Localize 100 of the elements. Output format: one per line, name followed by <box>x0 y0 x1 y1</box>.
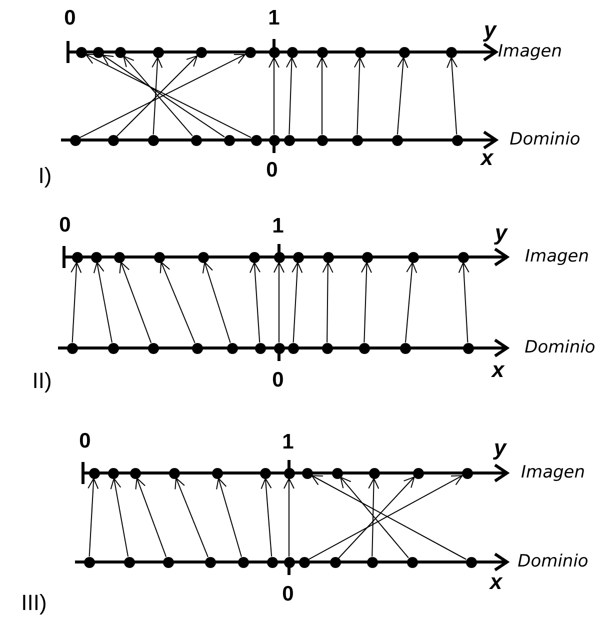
point-dot <box>168 468 180 478</box>
arrow <box>93 262 112 344</box>
point-dot <box>224 134 234 146</box>
axis-variable: y <box>484 19 496 41</box>
point-dot <box>316 46 328 58</box>
arrow <box>292 262 303 343</box>
axis-name: Imagen <box>521 464 585 482</box>
axis-number: 0 <box>59 214 71 236</box>
arrow <box>216 478 242 558</box>
point-dot <box>298 556 310 568</box>
point-dot <box>254 342 266 354</box>
axis-number: 0 <box>79 430 91 452</box>
point-dot <box>114 46 126 58</box>
point-dot <box>204 556 216 568</box>
point-dot <box>284 468 294 478</box>
point-dot <box>250 134 262 146</box>
point-dot <box>452 134 462 146</box>
point-dot <box>114 252 124 262</box>
point-dot <box>238 556 248 568</box>
axis-variable: x <box>490 571 502 593</box>
point-dot <box>268 134 280 146</box>
point-dot <box>366 556 378 568</box>
arrow <box>160 262 196 344</box>
point-dot <box>130 468 140 478</box>
arrow <box>368 478 380 557</box>
point-dot <box>70 134 80 146</box>
arrow <box>135 478 167 558</box>
arrow <box>274 262 284 343</box>
arrow <box>202 262 231 344</box>
point-dot <box>90 252 102 262</box>
arrow <box>102 54 225 138</box>
point-dot <box>266 556 278 568</box>
axis-variable: x <box>492 359 504 381</box>
arrow <box>284 478 294 557</box>
point-dot <box>124 556 134 568</box>
arrow <box>286 57 297 135</box>
point-dot <box>288 342 298 354</box>
point-dot <box>66 342 78 354</box>
point-dot <box>226 342 238 354</box>
point-dot <box>284 134 294 146</box>
point-dot <box>412 468 424 478</box>
point-dot <box>162 556 174 568</box>
arrow <box>88 478 99 557</box>
panel-label: I) <box>38 165 52 187</box>
point-dot <box>212 468 222 478</box>
point-dot <box>190 134 202 146</box>
point-dot <box>316 134 328 146</box>
arrow <box>458 262 470 343</box>
point-dot <box>268 46 280 58</box>
point-dot <box>368 468 380 478</box>
arrow <box>260 478 272 558</box>
point-dot <box>466 556 476 568</box>
arrow <box>116 55 198 137</box>
point-dot <box>330 556 340 568</box>
point-dot <box>406 556 418 568</box>
point-dot <box>362 252 372 262</box>
point-dot <box>332 468 342 478</box>
point-dot <box>286 46 298 58</box>
axis-name: Imagen <box>498 44 562 60</box>
point-dot <box>154 252 164 262</box>
point-dot <box>358 342 370 354</box>
axis-name: Imagen <box>525 248 589 266</box>
point-dot <box>322 252 334 262</box>
arrow <box>316 57 328 135</box>
axis-number: 0 <box>282 584 294 604</box>
point-dot <box>274 252 284 262</box>
arrow <box>70 262 82 343</box>
axis-number: 0 <box>266 160 278 180</box>
point-dot <box>462 342 474 354</box>
arrow <box>446 56 458 136</box>
point-dot <box>148 134 158 146</box>
point-dot <box>84 556 94 568</box>
point-dot <box>248 252 260 262</box>
point-dot <box>260 468 270 478</box>
arrow <box>354 57 365 135</box>
arrow <box>404 262 418 344</box>
point-dot <box>72 252 82 262</box>
point-dot <box>274 342 284 354</box>
point-dot <box>108 342 118 354</box>
point-dot <box>92 46 104 58</box>
axis-number: 1 <box>272 216 284 236</box>
axis-number: 0 <box>272 370 284 390</box>
arrow <box>152 57 163 135</box>
arrow <box>110 478 129 558</box>
point-dot <box>284 556 294 568</box>
arrow <box>322 262 334 343</box>
axis-number: 1 <box>282 432 294 452</box>
point-dot <box>400 342 410 354</box>
point-dot <box>322 342 332 354</box>
point-dot <box>292 252 304 262</box>
arrow <box>361 262 372 343</box>
point-dot <box>446 46 456 58</box>
point-dot <box>148 342 158 354</box>
point-dot <box>392 134 402 146</box>
point-dot <box>192 342 202 354</box>
axis-name: Dominio <box>524 340 596 356</box>
point-dot <box>196 46 206 58</box>
point-dot <box>108 468 118 478</box>
point-dot <box>458 252 468 262</box>
point-dot <box>76 46 86 58</box>
